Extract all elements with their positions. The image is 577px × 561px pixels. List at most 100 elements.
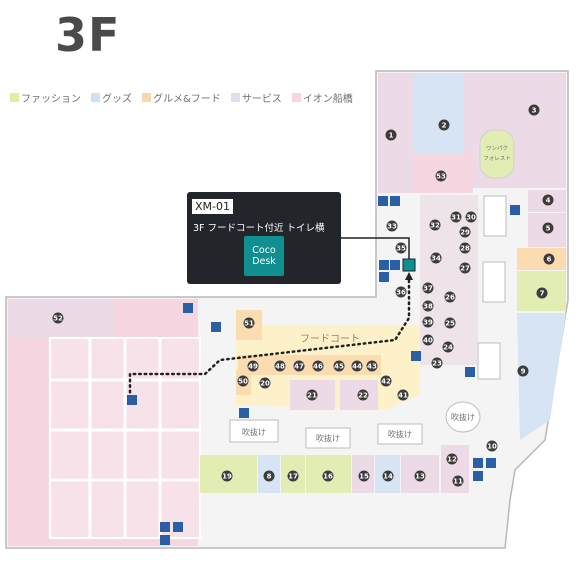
store-marker-48[interactable]: 48 <box>274 360 286 372</box>
store-marker-42[interactable]: 42 <box>380 375 392 387</box>
store-marker-28[interactable]: 28 <box>459 242 471 254</box>
elevator-icon[interactable] <box>211 322 221 332</box>
restroom-icon[interactable] <box>160 535 170 545</box>
legend-item-gourmet[interactable]: グルメ&フード <box>142 90 221 105</box>
store-marker-51[interactable]: 51 <box>243 317 255 329</box>
store-block-9[interactable] <box>517 313 566 440</box>
store-marker-25[interactable]: 25 <box>444 317 456 329</box>
legend-item-fashion[interactable]: ファッション <box>10 90 81 105</box>
foodcourt-stores[interactable] <box>238 355 381 375</box>
store-marker-47[interactable]: 47 <box>293 360 305 372</box>
store-marker-circle <box>293 360 305 372</box>
escalator-icon[interactable] <box>378 196 388 206</box>
store-marker-17[interactable]: 17 <box>287 470 299 482</box>
store-marker-11[interactable]: 11 <box>452 475 464 487</box>
store-marker-7[interactable]: 7 <box>536 287 548 299</box>
store-marker-38[interactable]: 38 <box>422 300 434 312</box>
store-marker-10[interactable]: 10 <box>486 440 498 452</box>
atrium-void[interactable] <box>229 419 279 443</box>
store-marker-40[interactable]: 40 <box>422 334 434 346</box>
store-marker-4[interactable]: 4 <box>542 194 554 206</box>
store-marker-23[interactable]: 23 <box>431 357 443 369</box>
store-marker-33[interactable]: 33 <box>386 220 398 232</box>
store-marker-46[interactable]: 46 <box>312 360 324 372</box>
store-marker-circle <box>312 360 324 372</box>
store-marker-27[interactable]: 27 <box>459 262 471 274</box>
restroom-icon[interactable] <box>173 522 183 532</box>
location-id: XM-01 <box>192 199 233 214</box>
atrium-void[interactable] <box>477 342 501 380</box>
store-marker-22[interactable]: 22 <box>357 389 369 401</box>
restroom-icon[interactable] <box>379 272 389 282</box>
atrium-void[interactable] <box>445 401 481 433</box>
kids-forest-label-2: フォレスト <box>483 155 511 162</box>
escalator-icon[interactable] <box>510 205 520 215</box>
store-marker-30[interactable]: 30 <box>465 211 477 223</box>
store-block-12-area[interactable] <box>441 445 469 493</box>
store-marker-15[interactable]: 15 <box>358 470 370 482</box>
escalator-icon[interactable] <box>239 408 249 418</box>
atrium-void[interactable] <box>483 195 507 237</box>
store-marker-20[interactable]: 20 <box>259 377 271 389</box>
store-marker-1[interactable]: 1 <box>385 129 397 141</box>
stairs-icon[interactable] <box>183 303 193 313</box>
store-marker-53[interactable]: 53 <box>435 170 447 182</box>
route-arrow-icon <box>405 272 413 280</box>
legend-item-aeon[interactable]: イオン船橋 <box>291 90 353 105</box>
store-marker-16[interactable]: 16 <box>322 470 334 482</box>
store-marker-circle <box>422 282 434 294</box>
escalator-icon[interactable] <box>465 367 475 377</box>
aeon-grid <box>50 338 200 538</box>
restroom-icon[interactable] <box>486 458 496 468</box>
store-block-3[interactable] <box>463 73 566 188</box>
kids-forest[interactable] <box>479 129 515 179</box>
restroom-icon[interactable] <box>160 522 170 532</box>
store-marker-29[interactable]: 29 <box>459 226 471 238</box>
store-marker-5[interactable]: 5 <box>542 222 554 234</box>
restroom-icon[interactable] <box>473 471 483 481</box>
legend-item-service[interactable]: サービス <box>230 90 282 105</box>
store-marker-35[interactable]: 35 <box>395 242 407 254</box>
store-marker-9[interactable]: 9 <box>517 365 529 377</box>
store-marker-26[interactable]: 26 <box>444 291 456 303</box>
store-marker-37[interactable]: 37 <box>422 282 434 294</box>
legend-swatch <box>10 93 19 102</box>
store-marker-39[interactable]: 39 <box>422 316 434 328</box>
store-marker-52[interactable]: 52 <box>52 312 64 324</box>
store-marker-41[interactable]: 41 <box>397 389 409 401</box>
store-number: 36 <box>396 288 406 296</box>
store-marker-24[interactable]: 24 <box>442 341 454 353</box>
atrium-void[interactable] <box>482 261 506 303</box>
restroom-icon[interactable] <box>473 458 483 468</box>
store-block-2[interactable] <box>413 73 463 153</box>
store-marker-31[interactable]: 31 <box>450 211 462 223</box>
atrium-void[interactable] <box>377 423 423 445</box>
elevator-icon[interactable] <box>411 351 421 361</box>
store-marker-45[interactable]: 45 <box>333 360 345 372</box>
legend-item-goods[interactable]: グッズ <box>91 90 132 105</box>
store-number: 27 <box>460 264 470 272</box>
store-marker-6[interactable]: 6 <box>543 253 555 265</box>
elevator-icon[interactable] <box>390 196 400 206</box>
store-marker-14[interactable]: 14 <box>382 470 394 482</box>
store-marker-49[interactable]: 49 <box>247 360 259 372</box>
store-marker-50[interactable]: 50 <box>237 375 249 387</box>
store-marker-19[interactable]: 19 <box>221 470 233 482</box>
store-block-6[interactable] <box>517 248 566 270</box>
store-marker-32[interactable]: 32 <box>429 219 441 231</box>
restroom-icon[interactable] <box>379 260 389 270</box>
location-marker[interactable] <box>402 258 416 272</box>
store-marker-13[interactable]: 13 <box>414 470 426 482</box>
store-marker-36[interactable]: 36 <box>395 286 407 298</box>
store-marker-34[interactable]: 34 <box>430 252 442 264</box>
store-marker-44[interactable]: 44 <box>351 360 363 372</box>
store-marker-43[interactable]: 43 <box>366 360 378 372</box>
store-marker-12[interactable]: 12 <box>446 453 458 465</box>
escalator-icon[interactable] <box>127 395 137 405</box>
store-marker-8[interactable]: 8 <box>263 470 275 482</box>
store-marker-3[interactable]: 3 <box>528 104 540 116</box>
store-marker-21[interactable]: 21 <box>306 389 318 401</box>
restroom-icon[interactable] <box>390 260 400 270</box>
store-marker-2[interactable]: 2 <box>438 119 450 131</box>
atrium-void[interactable] <box>305 427 351 449</box>
